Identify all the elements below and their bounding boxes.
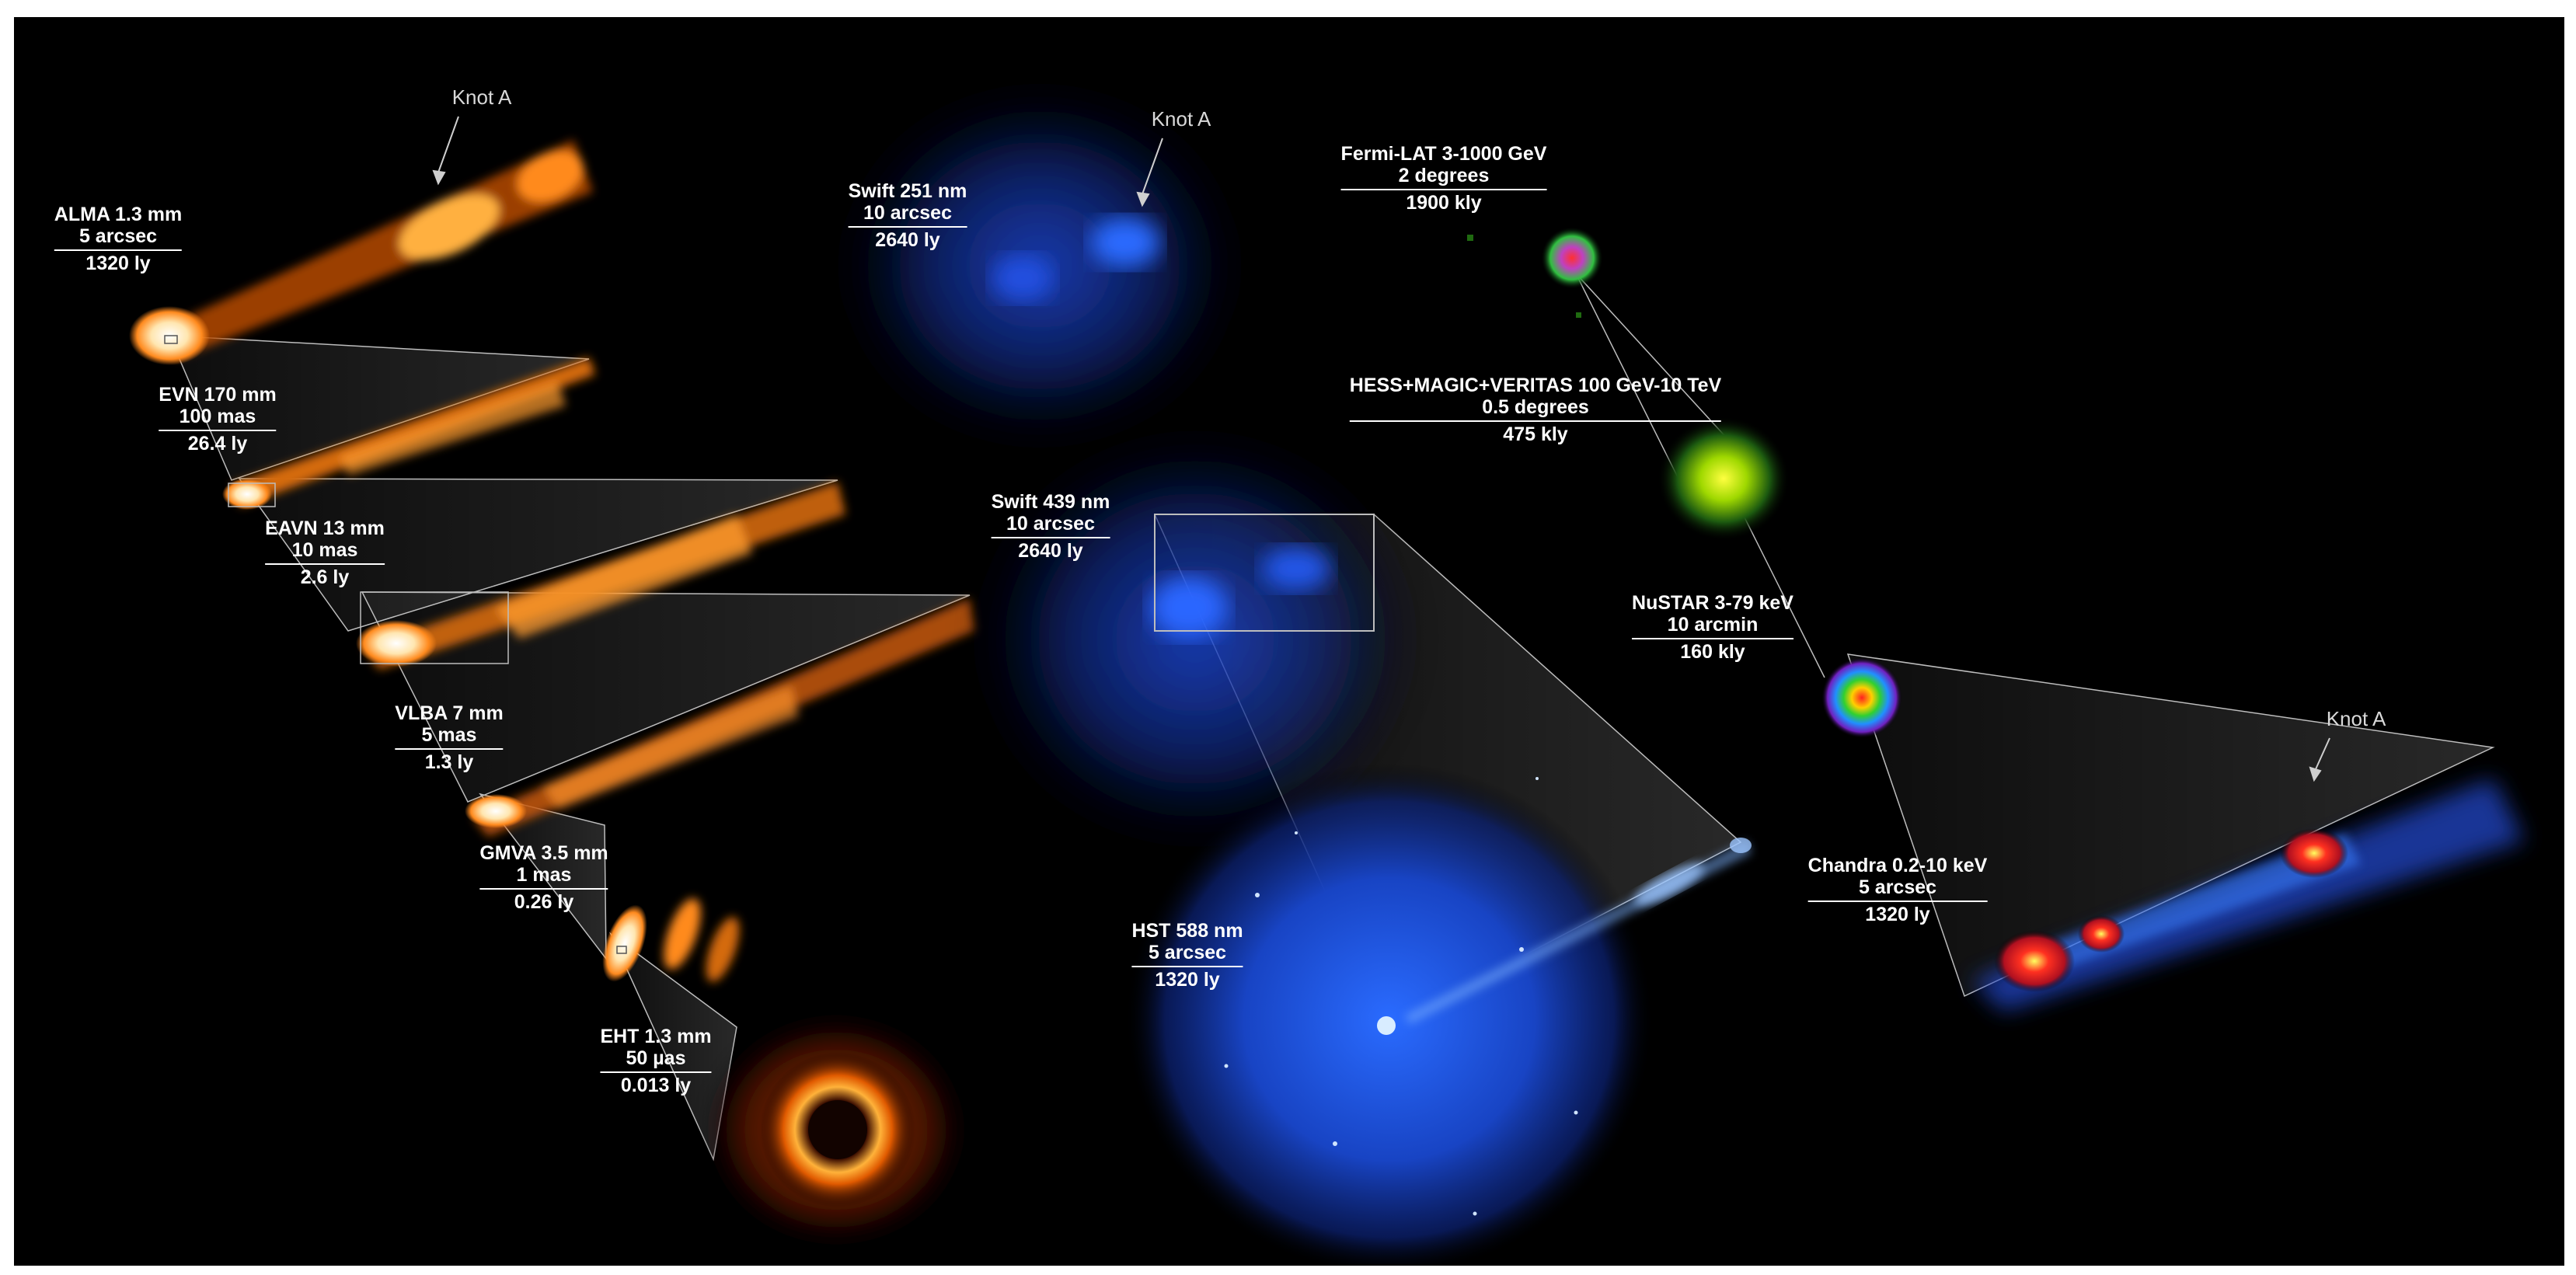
label-fermi-band: Fermi-LAT 3-1000 GeV xyxy=(1340,143,1547,165)
evn-jet-image xyxy=(222,357,595,510)
label-hst: HST 588 nm 5 arcsec 1320 ly xyxy=(1131,920,1243,991)
gmva-jet-image xyxy=(602,898,740,982)
label-hst-band: HST 588 nm xyxy=(1131,920,1243,942)
eavn-jet-image xyxy=(356,482,845,670)
label-alma-scale: 5 arcsec xyxy=(78,225,158,247)
swift-251-image xyxy=(838,87,1242,444)
label-eavn-band: EAVN 13 mm xyxy=(265,517,385,539)
label-hess-band: HESS+MAGIC+VERITAS 100 GeV-10 TeV xyxy=(1349,374,1722,396)
label-swift-251-scale: 10 arcsec xyxy=(863,202,953,224)
label-vlba-band: VLBA 7 mm xyxy=(395,702,504,724)
label-nustar-band: NuSTAR 3-79 keV xyxy=(1632,592,1793,614)
knot-a-label-radio: Knot A xyxy=(451,85,512,109)
eht-black-hole-image xyxy=(704,1013,968,1246)
alma-jet-image xyxy=(129,140,593,365)
label-chandra-scale: 5 arcsec xyxy=(1858,876,1937,898)
label-chandra: Chandra 0.2-10 keV 5 arcsec 1320 ly xyxy=(1807,855,1988,925)
label-gmva-distance: 0.26 ly xyxy=(479,888,608,913)
hess-image xyxy=(1657,416,1790,541)
label-vlba-distance: 1.3 ly xyxy=(395,748,504,773)
label-swift-251-band: Swift 251 nm xyxy=(848,180,967,202)
label-gmva-band: GMVA 3.5 mm xyxy=(479,842,608,864)
label-swift-251-distance: 2640 ly xyxy=(848,226,967,251)
label-eht-scale: 50 µas xyxy=(626,1047,686,1069)
label-evn-distance: 26.4 ly xyxy=(159,430,277,455)
label-hess-distance: 475 kly xyxy=(1349,420,1722,445)
label-hess-scale: 0.5 degrees xyxy=(1482,396,1589,418)
vlba-jet-image xyxy=(465,598,974,837)
label-fermi-scale: 2 degrees xyxy=(1398,165,1490,186)
label-evn-scale: 100 mas xyxy=(179,406,256,427)
knot-a-label-xray: Knot A xyxy=(2326,707,2386,730)
label-eht: EHT 1.3 mm 50 µas 0.013 ly xyxy=(600,1026,712,1096)
label-eavn-scale: 10 mas xyxy=(291,539,358,561)
mosaic-artwork xyxy=(129,87,2524,1266)
label-fermi-distance: 1900 kly xyxy=(1340,189,1547,214)
label-evn-band: EVN 170 mm xyxy=(159,384,277,406)
label-alma-distance: 1320 ly xyxy=(54,249,183,274)
label-nustar: NuSTAR 3-79 keV 10 arcmin 160 kly xyxy=(1632,592,1793,663)
label-chandra-distance: 1320 ly xyxy=(1807,901,1988,925)
label-fermi: Fermi-LAT 3-1000 GeV 2 degrees 1900 kly xyxy=(1340,143,1547,214)
label-eht-distance: 0.013 ly xyxy=(600,1071,712,1096)
label-nustar-scale: 10 arcmin xyxy=(1667,614,1759,636)
label-evn: EVN 170 mm 100 mas 26.4 ly xyxy=(159,384,277,455)
hst-image xyxy=(1125,763,1752,1266)
label-alma-band: ALMA 1.3 mm xyxy=(54,204,183,225)
label-gmva: GMVA 3.5 mm 1 mas 0.26 ly xyxy=(479,842,608,913)
label-eavn: EAVN 13 mm 10 mas 2.6 ly xyxy=(265,517,385,588)
label-swift-439-band: Swift 439 nm xyxy=(991,491,1110,513)
knot-a-label-optical: Knot A xyxy=(1151,107,1211,131)
label-hst-distance: 1320 ly xyxy=(1131,966,1243,991)
label-nustar-distance: 160 kly xyxy=(1632,638,1793,663)
chandra-image xyxy=(1972,779,2524,1012)
label-eht-band: EHT 1.3 mm xyxy=(600,1026,712,1047)
label-vlba-scale: 5 mas xyxy=(421,724,477,746)
label-gmva-scale: 1 mas xyxy=(516,864,572,886)
label-eavn-distance: 2.6 ly xyxy=(265,563,385,588)
swift-439-image xyxy=(970,429,1420,848)
label-chandra-band: Chandra 0.2-10 keV xyxy=(1807,855,1988,876)
label-hst-scale: 5 arcsec xyxy=(1148,942,1227,963)
label-swift-439-distance: 2640 ly xyxy=(991,537,1110,562)
fermi-image xyxy=(1467,227,1603,318)
zoom-connectors-radio xyxy=(168,335,971,1162)
knot-arrows xyxy=(432,116,2330,782)
label-alma: ALMA 1.3 mm 5 arcsec 1320 ly xyxy=(54,204,183,274)
label-hess: HESS+MAGIC+VERITAS 100 GeV-10 TeV 0.5 de… xyxy=(1349,374,1722,445)
label-swift-439-scale: 10 arcsec xyxy=(1006,513,1096,535)
m87-multiwavelength-mosaic: ALMA 1.3 mm 5 arcsec 1320 ly EVN 170 mm … xyxy=(14,17,2564,1266)
label-vlba: VLBA 7 mm 5 mas 1.3 ly xyxy=(395,702,504,773)
nustar-image xyxy=(1821,657,1902,738)
label-swift-251: Swift 251 nm 10 arcsec 2640 ly xyxy=(848,180,967,251)
label-swift-439: Swift 439 nm 10 arcsec 2640 ly xyxy=(991,491,1110,562)
